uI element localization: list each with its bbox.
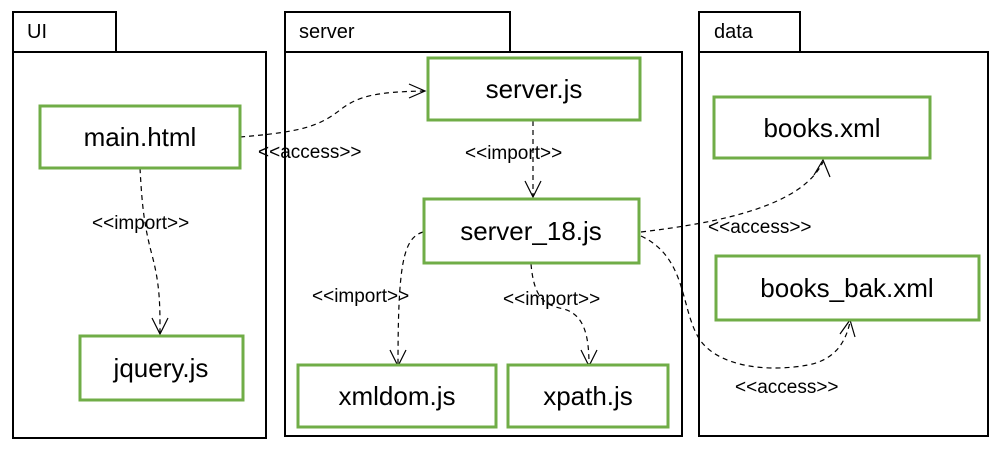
node-main-html: main.html	[38, 104, 242, 170]
dep-server18-to-books	[640, 161, 824, 233]
node-books-xml: books.xml	[712, 95, 932, 160]
node-xpath-js: xpath.js	[506, 363, 670, 429]
node-jquery-js-box	[78, 334, 245, 402]
arrow-main-to-jquery	[151, 317, 169, 336]
node-main-html-box	[38, 104, 242, 170]
package-ui-label: UI	[27, 21, 47, 43]
package-data-label: data	[714, 21, 754, 43]
node-main-html-label: main.html	[84, 122, 197, 152]
label-server18-import-xmldom: <<import>>	[312, 286, 409, 307]
node-books-bak-xml-label: books_bak.xml	[760, 273, 933, 303]
label-server-import-server18: <<import>>	[465, 143, 562, 164]
node-books-bak-xml-box	[714, 254, 981, 322]
node-books-xml-label: books.xml	[763, 113, 880, 143]
node-books-bak-xml: books_bak.xml	[714, 254, 981, 322]
dep-main-to-server	[239, 90, 425, 138]
node-xmldom-js-label: xmldom.js	[338, 381, 455, 411]
package-server-label: server	[299, 21, 355, 43]
label-main-import-jquery: <<import>>	[92, 213, 189, 234]
label-server18-access-books-bak: <<access>>	[735, 377, 839, 398]
node-xmldom-js-box	[296, 363, 498, 429]
label-main-access-server: <<access>>	[258, 142, 362, 163]
node-server-18-js-label: server_18.js	[460, 216, 602, 246]
node-server-js-box	[426, 56, 642, 122]
label-server18-access-books: <<access>>	[708, 217, 812, 238]
dep-server18-to-books-bak	[640, 235, 851, 369]
node-xpath-js-label: xpath.js	[543, 381, 633, 411]
package-ui-tab	[12, 11, 117, 53]
package-server-tab	[284, 11, 511, 53]
node-books-xml-box	[712, 95, 932, 160]
node-server-js: server.js	[426, 56, 642, 122]
arrow-server18-to-books	[813, 158, 831, 178]
dep-main-to-jquery	[139, 167, 161, 334]
node-jquery-js: jquery.js	[78, 334, 245, 402]
node-server-18-js: server_18.js	[422, 197, 641, 265]
node-server-18-js-box	[422, 197, 641, 265]
dep-server18-to-xmldom	[397, 231, 424, 366]
node-xpath-js-box	[506, 363, 670, 429]
node-jquery-js-label: jquery.js	[113, 353, 209, 383]
label-server18-import-xpath: <<import>>	[503, 289, 600, 310]
node-server-js-label: server.js	[486, 74, 583, 104]
arrow-main-to-server	[408, 83, 427, 99]
node-xmldom-js: xmldom.js	[296, 363, 498, 429]
arrow-server-to-server18	[524, 180, 542, 199]
